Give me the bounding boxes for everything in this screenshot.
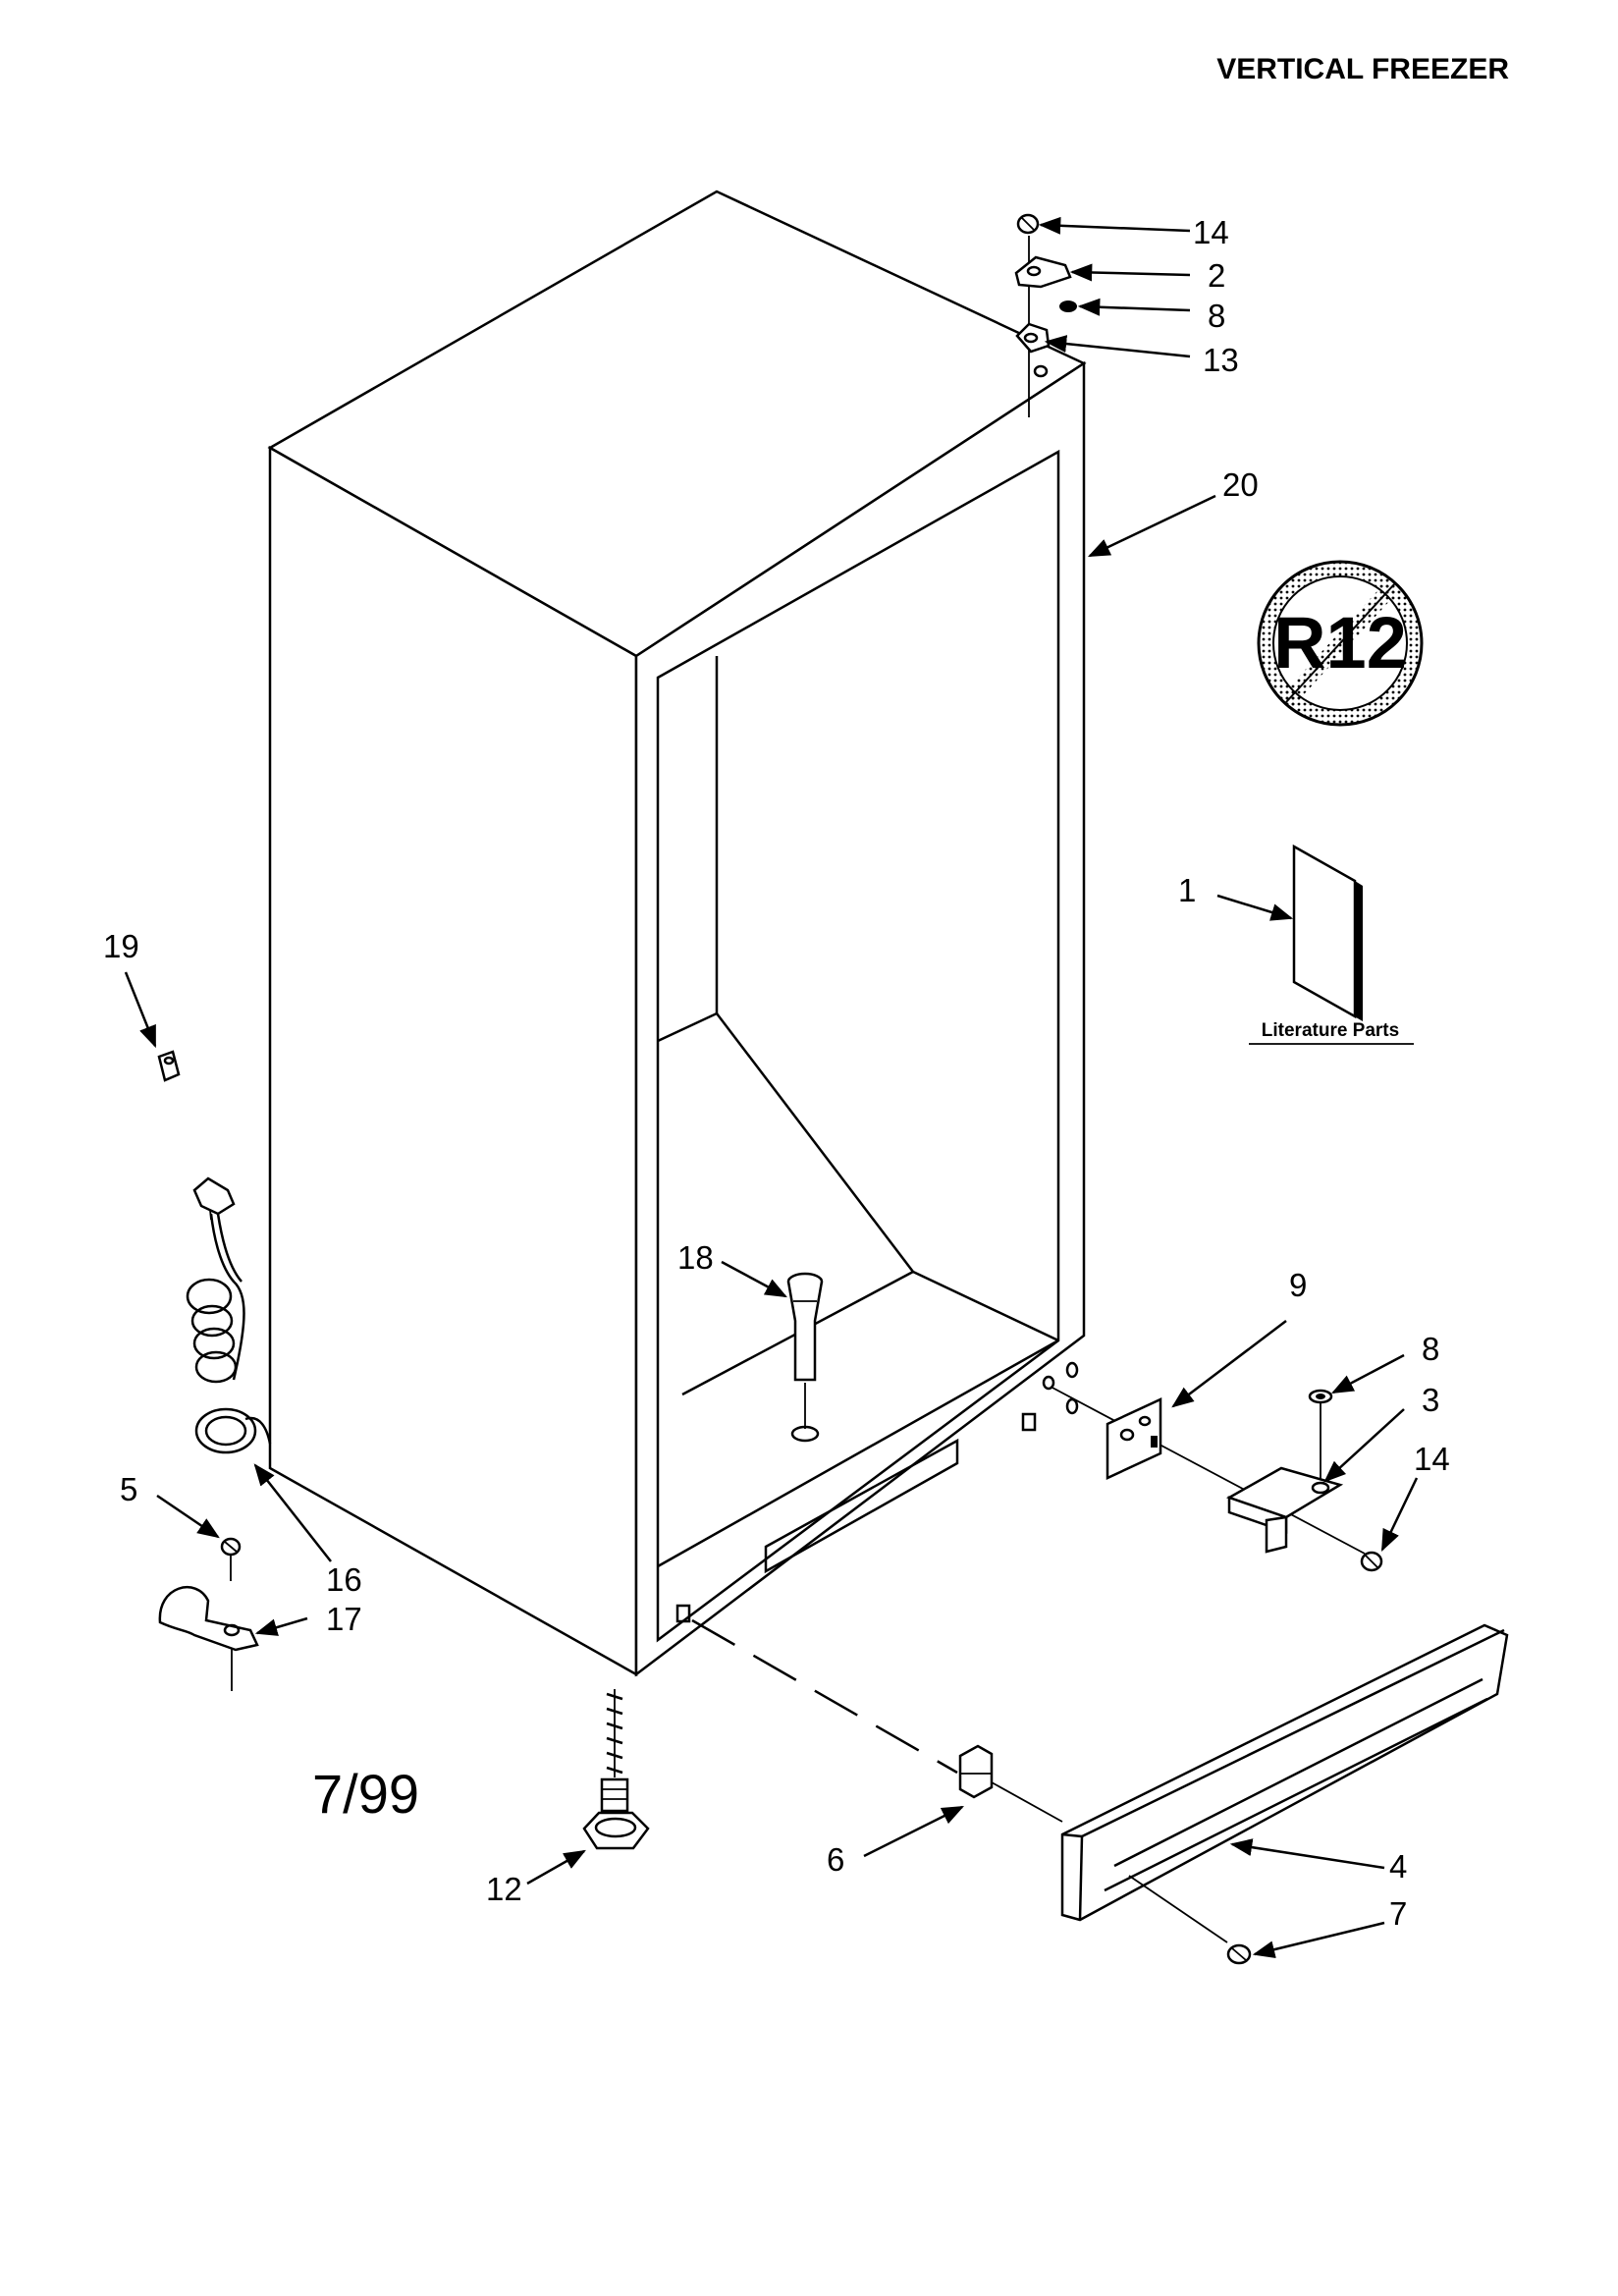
no-r12-badge: R12	[1257, 560, 1424, 727]
callout-14-top: 14	[1193, 214, 1229, 250]
callout-8-bottom: 8	[1422, 1331, 1439, 1367]
grille-clip	[691, 1618, 1063, 1823]
callout-4: 4	[1389, 1848, 1407, 1885]
cabinet	[267, 190, 1087, 1677]
callout-2: 2	[1208, 257, 1225, 294]
literature-label: Literature Parts	[1262, 1020, 1399, 1041]
top-hinge-assembly	[1014, 213, 1077, 417]
toe-grille	[1060, 1623, 1509, 1965]
literature-booklet: Literature Parts	[1249, 844, 1414, 1045]
callout-8-top: 8	[1208, 298, 1225, 334]
page-title: VERTICAL FREEZER	[1216, 53, 1509, 85]
diagram-date: 7/99	[312, 1763, 419, 1825]
bottom-hinge-assembly	[1050, 1386, 1383, 1572]
callout-20: 20	[1222, 466, 1259, 503]
callout-arrows	[124, 216, 1419, 1958]
callout-17: 17	[326, 1601, 362, 1637]
callout-6: 6	[827, 1841, 844, 1878]
callout-9: 9	[1289, 1267, 1307, 1303]
callout-12: 12	[486, 1871, 522, 1907]
clip-part	[157, 1050, 181, 1082]
leveling-leg	[582, 1689, 650, 1850]
callout-7: 7	[1389, 1895, 1407, 1932]
callout-18: 18	[677, 1239, 714, 1276]
drain-tube	[786, 1272, 824, 1443]
power-cord	[186, 1176, 272, 1454]
callout-14-bottom: 14	[1414, 1441, 1450, 1477]
callout-5: 5	[120, 1471, 137, 1507]
callout-16: 16	[326, 1561, 362, 1598]
callout-labels: 14 2 8 13 20 1 19 18 9 8 3 14 5 16 17 12…	[103, 214, 1450, 1932]
callout-1: 1	[1178, 872, 1196, 908]
callout-19: 19	[103, 928, 139, 964]
screw-and-clamp	[158, 1537, 259, 1691]
callout-3: 3	[1422, 1382, 1439, 1418]
callout-13: 13	[1203, 342, 1239, 378]
